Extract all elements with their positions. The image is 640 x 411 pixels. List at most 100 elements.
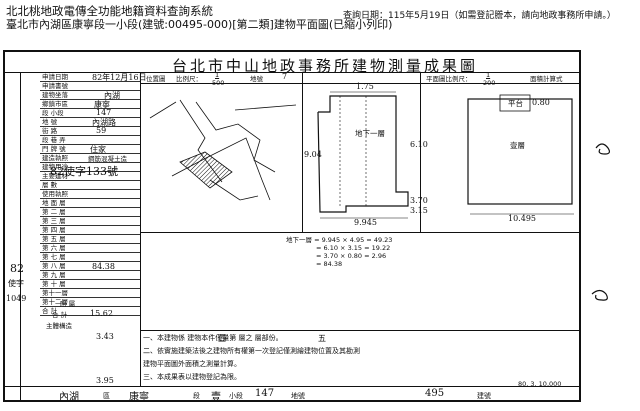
footer-subsec-suffix: 小段 — [229, 392, 243, 400]
use-value: 住家 — [90, 145, 106, 154]
area-calc-label: 面積計算式 — [530, 75, 563, 83]
footer-district: 內湖 — [59, 392, 79, 403]
dim-3: 9.04 — [304, 150, 322, 159]
material-value: 鋼筋混凝土造 — [88, 155, 127, 163]
first-floor-label: 壹層 — [510, 141, 525, 150]
print-stamp: 80. 3. 10,000 — [518, 380, 562, 388]
floor-scale-label: 平面圖比例尺： — [426, 75, 472, 83]
total-value: 15.62 — [90, 309, 113, 318]
dim-2: 9.945 — [354, 218, 377, 227]
footer-bldg-suffix: 建號 — [477, 392, 491, 400]
dim-1: 1.75 — [356, 82, 374, 91]
table-row: 段 巷 弄 — [40, 136, 140, 145]
table-row: 第 八 層 — [40, 262, 140, 271]
table-row: 第 四 層 — [40, 226, 140, 235]
table-row: 第 二 層 — [40, 208, 140, 217]
basement-label: 地下一層 — [355, 129, 385, 138]
table-row: 申請書號 — [40, 82, 140, 91]
record-line: 臺北市內湖區康寧段一小段(建號:00495-000)[第二類]建物平面圖(已縮小… — [6, 18, 393, 31]
dim-8: 10.495 — [508, 214, 536, 223]
calc-line-2: = 6.10 × 3.15 = 19.22 — [316, 244, 391, 252]
location-label: 位置圖 — [146, 75, 166, 83]
location-divider — [302, 72, 303, 232]
table-row: 鄉鎮市區 — [40, 100, 140, 109]
dim-7: 0.80 — [532, 98, 550, 107]
scale-2-den: 200 — [483, 79, 496, 87]
calc-line-4: = 84.38 — [316, 260, 343, 268]
plan-divider — [420, 72, 421, 232]
plan-bottom-line — [140, 232, 581, 233]
license-no-value: 82使字133號 — [50, 165, 118, 178]
margin-note-3: 1049 — [6, 294, 27, 303]
notes-floor-fill: 壹 — [218, 334, 226, 343]
note-line: 建物平面圖外面積之測量計算。 — [143, 360, 241, 368]
street-value: 內湖路 — [92, 118, 116, 127]
table-row: 使用執照 — [40, 190, 140, 199]
calc-line-3: = 3.70 × 0.80 = 2.96 — [316, 252, 387, 260]
header-block: 北北桃地政電傳全功能地籍資料查詢系統 臺北市內湖區康寧段一小段(建號:00495… — [6, 4, 392, 32]
survey-notes: 一、本建物係 建物本件僅量第 層之 層部份。 二、依實施建築法後之建物所有權第一… — [143, 332, 563, 384]
table-row: 地 號 — [40, 118, 140, 127]
notes-floors-total-fill: 五 — [318, 334, 326, 343]
table-row: 地 面 層 — [40, 199, 140, 208]
first-floor-plan — [467, 94, 573, 205]
table-row: 第 五 層 — [40, 235, 140, 244]
note-line: 三、本成果表以建物登記為限。 — [143, 373, 241, 381]
dim-6: 3.15 — [410, 206, 428, 215]
scale-2-num: 1 — [486, 71, 491, 79]
sheet-footer: 內湖 區 康寧 段 壹 小段 147 地號 495 建號 — [3, 386, 581, 403]
scale-1-num: 1 — [215, 71, 220, 79]
floor-1-area: 84.38 — [92, 262, 115, 271]
table-row: 段 小段 — [40, 109, 140, 118]
basement-plan — [317, 95, 409, 213]
top-platform-label: 平台 — [508, 99, 523, 108]
table-row: 第 三 層 — [40, 217, 140, 226]
table-row: 申請日期 — [40, 73, 140, 82]
footer-section: 康寧 — [129, 392, 149, 403]
table-row: 街 路 — [40, 127, 140, 136]
margin-note-2: 使字 — [8, 279, 24, 288]
location-plan — [149, 99, 297, 201]
scale-label-1: 比例尺： — [176, 75, 202, 83]
table-row: 層 數 — [40, 181, 140, 190]
basement-area: 3.43 — [96, 332, 114, 341]
app-date-value: 82年12月16日 — [92, 73, 147, 82]
note-line: 二、依實施建築法後之建物所有權第一次登記僅測繪建物位置及其勘測 — [143, 347, 360, 355]
table-row: 第 九 層 — [40, 271, 140, 280]
lot-value: 147 — [96, 108, 112, 117]
left-column-divider — [140, 72, 141, 386]
district-value: 內湖 — [104, 91, 120, 100]
margin-marks — [591, 143, 611, 301]
table-row: 建物坐落 — [40, 91, 140, 100]
section-value: 康寧 — [94, 100, 110, 109]
dim-5: 3.70 — [410, 196, 428, 205]
note-line: 一、本建物係 建物本件僅量第 層之 層部份。 — [143, 334, 283, 342]
table-row: 第十二層 — [40, 298, 140, 307]
calc-line-1: 地下一層 = 9.945 × 4.95 = 49.23 — [286, 236, 393, 244]
label-row-line — [140, 83, 581, 84]
basement-use: 主體構造 — [46, 322, 72, 330]
sub-heading: 附 屬 — [60, 300, 76, 308]
sheet-title: 台北市中山地政事務所建物測量成果圖 — [171, 57, 478, 75]
title-divider — [3, 72, 581, 73]
table-row: 建造執照 — [40, 154, 140, 163]
margin-note-1: 82 — [10, 262, 24, 275]
house-no-value: 59 — [96, 126, 107, 135]
query-date: 查詢日期：115年5月19日（如需登記謄本，請向地政事務所申請。） — [343, 11, 616, 21]
notes-top-line — [140, 330, 581, 331]
margin-divider — [20, 72, 21, 402]
table-row: 第 七 層 — [40, 253, 140, 262]
table-row: 第十一層 — [40, 289, 140, 298]
footer-lot: 147 — [255, 388, 275, 399]
scale-1-den: 500 — [212, 79, 225, 87]
footer-lot-suffix: 地號 — [291, 392, 305, 400]
table-row: 主要建材 — [40, 172, 140, 181]
total-label: 合 計 — [52, 311, 68, 319]
system-title: 北北桃地政電傳全功能地籍資料查詢系統 — [6, 4, 213, 18]
table-row: 建物用途 — [40, 163, 140, 172]
footer-subsec: 壹 — [211, 392, 221, 403]
parcel-no: 7 — [282, 72, 288, 81]
parcel-label: 地號 — [250, 75, 263, 83]
footer-line — [3, 386, 581, 387]
